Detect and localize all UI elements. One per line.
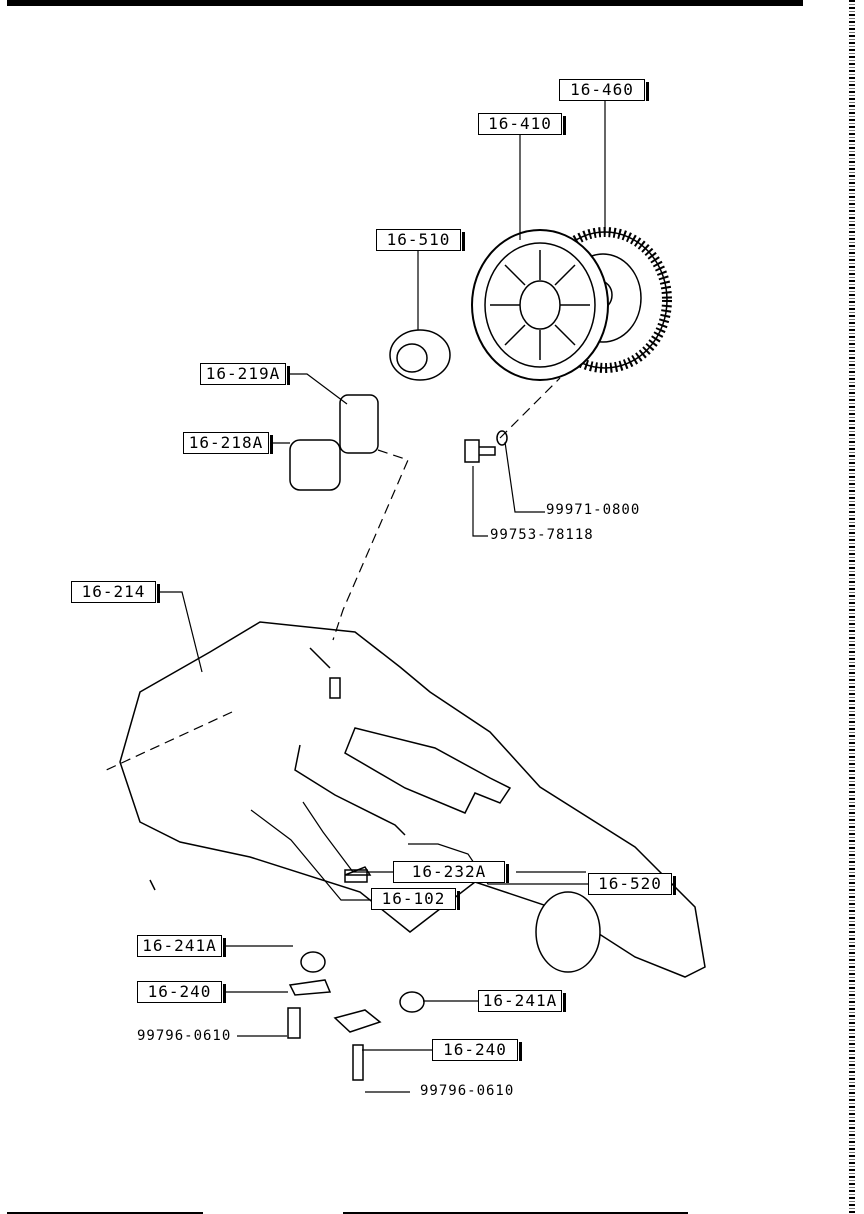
fork-spring (294, 744, 406, 836)
callout-16-510[interactable]: 16-510 (376, 229, 465, 251)
callout-16-102[interactable]: 16-102 (371, 888, 460, 910)
callout-16-520[interactable]: 16-520 (588, 873, 676, 895)
release-fork (344, 727, 512, 814)
bottom-rule (7, 1212, 203, 1214)
callout-16-240[interactable]: 16-240 (137, 981, 226, 1003)
part-number-99796-0610[interactable]: 99796-0610 (137, 1028, 232, 1044)
callout-16-219a[interactable]: 16-219A (200, 363, 290, 385)
callout-16-232a[interactable]: 16-232A (393, 861, 509, 883)
bottom-rule (343, 1212, 688, 1214)
callout-16-214[interactable]: 16-214 (71, 581, 160, 603)
part-number-99971-0800[interactable]: 99971-0800 (546, 502, 641, 518)
callout-16-241a[interactable]: 16-241A (478, 990, 566, 1012)
bolt-and-washer (464, 430, 508, 463)
part-number-99796-0610[interactable]: 99796-0610 (420, 1083, 515, 1099)
clip-16-219a (339, 394, 379, 454)
callout-16-460[interactable]: 16-460 (559, 79, 649, 101)
pressure-plate (471, 229, 609, 381)
part-number-99753-78118[interactable]: 99753-78118 (490, 527, 594, 543)
transmission-housing (119, 621, 706, 978)
release-bearing (389, 329, 451, 381)
callout-16-218a[interactable]: 16-218A (183, 432, 273, 454)
clip-16-218a (289, 439, 341, 491)
callout-16-240[interactable]: 16-240 (432, 1039, 522, 1061)
callout-16-241a[interactable]: 16-241A (137, 935, 226, 957)
top-border-bar (7, 0, 803, 6)
callout-16-410[interactable]: 16-410 (478, 113, 566, 135)
scan-edge (849, 0, 855, 1214)
